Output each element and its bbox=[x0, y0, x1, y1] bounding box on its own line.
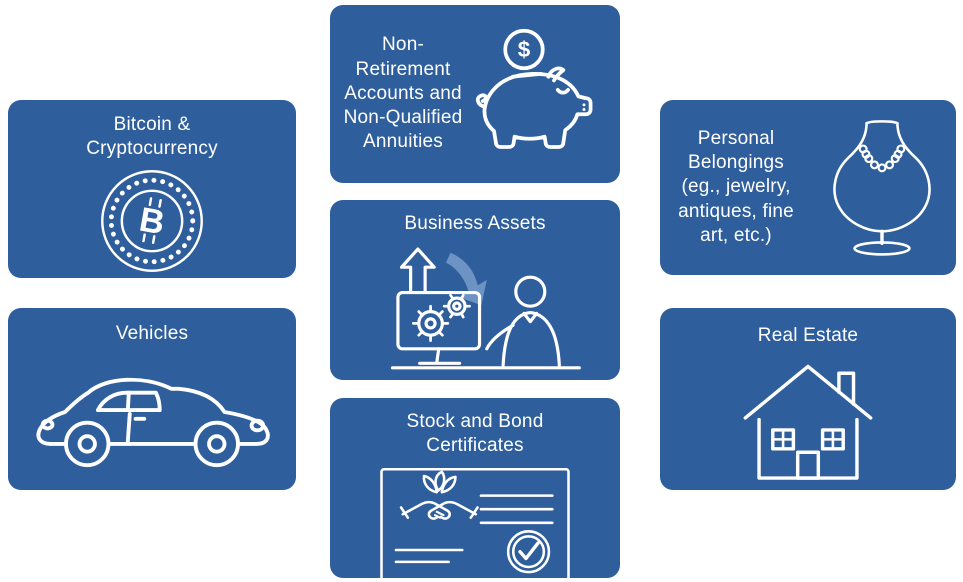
card-personal-belongings: Personal Belongings (eg., jewelry, antiq… bbox=[660, 100, 956, 275]
card-title-bitcoin: Bitcoin & Cryptocurrency bbox=[86, 114, 218, 160]
card-business-assets: Business Assets bbox=[330, 200, 620, 380]
card-title-business-assets: Business Assets bbox=[404, 213, 546, 234]
svg-text:B: B bbox=[136, 200, 167, 242]
card-bitcoin-cryptocurrency: Bitcoin & Cryptocurrency B bbox=[8, 100, 296, 278]
card-title-vehicles: Vehicles bbox=[115, 323, 189, 344]
card-real-estate: Real Estate bbox=[660, 308, 956, 490]
card-non-retirement-accounts: Non-Retirement Accounts and Non-Qualifie… bbox=[330, 5, 620, 183]
house-icon bbox=[735, 356, 881, 485]
person-computer-icon bbox=[344, 240, 606, 376]
svg-text:$: $ bbox=[518, 37, 531, 62]
jewelry-necklace-icon bbox=[822, 113, 942, 263]
car-icon bbox=[26, 354, 278, 470]
card-title-non-retirement: Non-Retirement Accounts and Non-Qualifie… bbox=[343, 34, 463, 153]
card-title-personal-belongings: Personal Belongings (eg., jewelry, antiq… bbox=[678, 127, 794, 246]
card-title-real-estate: Real Estate bbox=[757, 325, 859, 346]
certificate-icon bbox=[377, 465, 573, 582]
bitcoin-coin-icon: B bbox=[99, 168, 205, 274]
card-vehicles: Vehicles bbox=[8, 308, 296, 490]
piggy-bank-icon: $ bbox=[464, 24, 614, 165]
card-title-stock-bond: Stock and Bond Certificates bbox=[406, 411, 544, 457]
card-stock-bond-certificates: Stock and Bond Certificates bbox=[330, 398, 620, 581]
